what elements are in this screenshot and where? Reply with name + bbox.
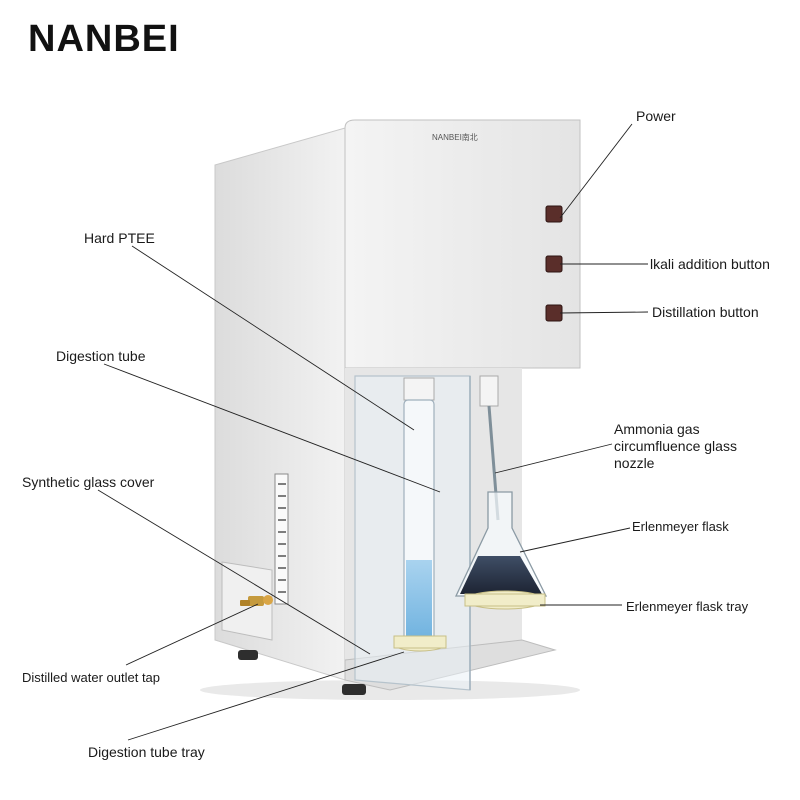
label-power: Power [636, 108, 676, 124]
level-ticks [278, 483, 286, 593]
callout-lines [97, 123, 649, 741]
label-digestion-tube: Digestion tube [56, 348, 146, 364]
digestion-tube-liquid [406, 560, 432, 641]
label-digestion-tray: Digestion tube tray [88, 744, 205, 760]
device-badge: NANBEI南北 [432, 132, 478, 142]
power-leader [559, 123, 633, 219]
digestion-tray-leader [127, 651, 405, 741]
synthetic-cover-leader [97, 489, 371, 655]
power-switch[interactable] [545, 205, 563, 223]
tap-knob [263, 595, 273, 605]
distilled-tap-leader [125, 603, 259, 666]
label-alkali-button: lkali addition button [650, 256, 770, 272]
label-hard-ptee: Hard PTEE [84, 230, 155, 246]
erlenmeyer-flask-leader [519, 527, 631, 553]
label-distillation-button: Distillation button [652, 304, 759, 320]
flask-tray-band [464, 593, 546, 607]
tap-spout [240, 600, 250, 606]
erlenmeyer-flask-liquid [460, 556, 542, 594]
label-erlenmeyer-flask: Erlenmeyer flask [632, 519, 729, 534]
front-upper-panel [344, 119, 581, 369]
ammonia-nozzle-leader [494, 443, 613, 474]
label-synthetic-cover: Synthetic glass cover [22, 474, 155, 490]
brand-logo: NANBEI [28, 18, 180, 60]
tap-body [248, 596, 264, 606]
ptfe-head [403, 377, 435, 401]
foot-right [342, 684, 366, 695]
label-distilled-tap: Distilled water outlet tap [22, 670, 161, 685]
foot-left [238, 650, 258, 660]
level-window [274, 473, 289, 605]
label-erlenmeyer-tray: Erlenmeyer flask tray [626, 599, 749, 614]
nozzle-head [479, 375, 499, 407]
hard-ptee-leader [131, 245, 415, 431]
digestion-tray-band [393, 635, 447, 649]
distillation-leader [559, 311, 649, 314]
digestion-tube-leader [103, 363, 441, 493]
alkali-addition-switch[interactable] [545, 255, 563, 273]
distillation-switch[interactable] [545, 304, 563, 322]
label-ammonia-nozzle: Ammonia gas circumfluence glass nozzle [614, 421, 737, 471]
